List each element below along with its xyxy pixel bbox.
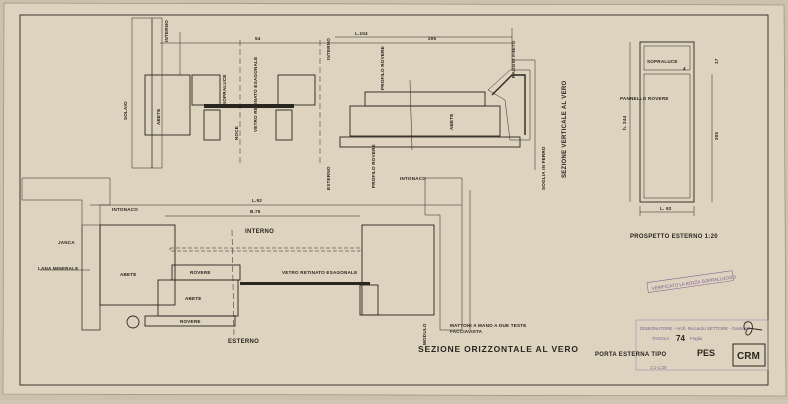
vs-noce-label: NOCE bbox=[234, 126, 239, 140]
hs-lana-label: LANA MINERALE bbox=[38, 266, 78, 271]
hs-title: SEZIONE ORIZZONTALE AL VERO bbox=[418, 344, 579, 354]
vs-title: SEZIONE VERTICALE AL VERO bbox=[562, 80, 568, 178]
hs-dim-l92: L.92 bbox=[252, 198, 262, 203]
caption: PORTA ESTERNA TIPO bbox=[595, 352, 667, 358]
hs-rovere-bottom-label: ROVERE bbox=[180, 319, 201, 324]
vs-profilo-rovere-bottom-label: PROFILO ROVERE bbox=[371, 144, 376, 188]
vs-solaio-label: SOLAIO bbox=[123, 101, 128, 120]
vs-interno-top-label: INTERNO bbox=[164, 20, 169, 42]
elevation: SOPRALUCE 4 PANNELLO ROVERE h. 244 205 1… bbox=[620, 41, 719, 240]
el-dim-l: L. 92 bbox=[660, 206, 672, 211]
hs-abete-mid-label: ABETE bbox=[185, 296, 202, 301]
el-dim-205: 205 bbox=[714, 131, 719, 140]
hs-mattoni-label: MATTONI A MANO A DUE TESTE bbox=[450, 323, 527, 328]
vs-soglia-label: SOGLIA IN FERRO bbox=[541, 146, 546, 190]
hs-esterno-label: ESTERNO bbox=[228, 339, 259, 345]
stamp-line-2: DISEGNATORE - Arch. Riccardo SETTORE - G… bbox=[640, 326, 751, 331]
vs-dim-54: 54 bbox=[255, 36, 261, 41]
vs-intonaco-label: INTONACO bbox=[400, 176, 426, 181]
paper bbox=[2, 2, 787, 397]
vs-raggio-label: RAGGIO FINITO bbox=[511, 40, 516, 78]
hs-interno-label: INTERNO bbox=[245, 229, 274, 235]
horizontal-section: INTONACO L.92 B.75 INTERNO JANCA LANA MI… bbox=[21, 177, 579, 354]
vs-profilo-rovere-top-label: PROFILO ROVERE bbox=[380, 46, 385, 90]
el-dim-4: 4 bbox=[683, 66, 686, 71]
hs-abete-left-label: ABETE bbox=[120, 272, 137, 277]
tavola-number: 74 bbox=[676, 334, 685, 343]
vs-dim-l104: L.104 bbox=[355, 31, 368, 36]
vs-dim-205: 205 bbox=[428, 36, 437, 41]
tavola-extra: Foglio bbox=[690, 336, 703, 341]
vs-abete-left-label: ABETE bbox=[156, 108, 161, 125]
hs-intonaco-label: INTONACO bbox=[112, 207, 138, 212]
vs-interno-right-label: INTERNO bbox=[326, 38, 331, 60]
hs-dim-b75: B.75 bbox=[250, 209, 261, 214]
hs-janca-label: JANCA bbox=[58, 240, 75, 245]
hs-facciavista-label: FACCIAVISTA bbox=[450, 329, 483, 334]
hs-rovere-top-label: ROVERE bbox=[190, 270, 211, 275]
vs-esterno-label: ESTERNO bbox=[326, 166, 331, 190]
el-title: PROSPETTO ESTERNO 1:20 bbox=[630, 234, 718, 240]
drawing-border bbox=[19, 14, 769, 386]
hs-modulo-label: MODULO bbox=[422, 323, 427, 345]
crm-logo: CRM bbox=[737, 351, 760, 362]
vs-sopraluce-label: SOPRALUCE bbox=[222, 74, 227, 105]
el-pannello-label: PANNELLO ROVERE bbox=[620, 96, 669, 101]
vs-vetro-label: VETRO RETINATO ESAGONALE bbox=[253, 57, 258, 132]
vertical-section: SOLAIO INTERNO ABETE SOPRALUCE VETRO RET… bbox=[123, 17, 568, 190]
vs-abete-right-label: ABETE bbox=[449, 113, 454, 130]
scale: 1:1-1:20 bbox=[650, 365, 667, 370]
el-dim-h: h. 244 bbox=[622, 116, 627, 130]
el-dim-17: 17 bbox=[714, 58, 719, 64]
hs-vetro-label: VETRO RETINATO ESAGONALE bbox=[282, 270, 357, 275]
el-sopraluce-label: SOPRALUCE bbox=[647, 59, 678, 64]
type-code: PES bbox=[697, 348, 715, 358]
tavola-label: TAVOLA bbox=[652, 336, 669, 341]
signature bbox=[743, 321, 763, 336]
